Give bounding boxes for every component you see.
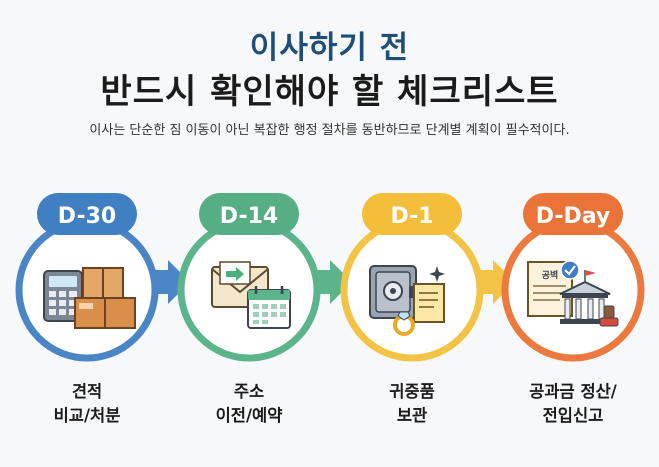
step-1: D-30 (15, 193, 159, 362)
step-1-label-line1: 견적 (71, 382, 103, 401)
step-4-label-line1: 공과금 정산/ (529, 382, 617, 401)
step-1-badge (37, 193, 137, 235)
step-4-label: 공과금 정산/ 전입신고 (498, 380, 648, 428)
doc-label: 공벽 (542, 269, 559, 281)
step-3-label-line2: 보관 (396, 406, 428, 425)
safe-documents-ring-icon (369, 265, 445, 336)
arrow-2-3-icon (312, 260, 352, 304)
arrow-3-4-icon (475, 260, 515, 304)
step-2: D-14 (177, 193, 321, 362)
calculator-boxes-icon (43, 267, 136, 329)
step-1-label: 견적 비교/처분 (12, 380, 162, 428)
step-2-badge (199, 193, 299, 235)
title-line-2: 반드시 확인해야 할 체크리스트 (100, 72, 559, 112)
step-1-label-line2: 비교/처분 (53, 406, 121, 425)
step-3: D-1 (340, 193, 484, 362)
step-2-label: 주소 이전/예약 (174, 380, 324, 428)
step-3-badge-text: D-1 (390, 204, 433, 229)
step-4-label-line2: 전입신고 (542, 406, 604, 425)
step-3-badge (362, 193, 462, 235)
step-4-badge (523, 193, 623, 235)
subtitle: 이사는 단순한 짐 이동이 아닌 복잡한 행정 절차를 동반하므로 단계별 계획… (89, 123, 570, 138)
step-4-badge-text: D-Day (536, 204, 611, 229)
step-1-badge-text: D-30 (58, 204, 116, 229)
step-3-label-line1: 귀중품 (389, 382, 435, 401)
step-2-badge-text: D-14 (220, 204, 278, 229)
government-office-stamp-icon: 공벽 (527, 260, 619, 327)
step-2-label-line1: 주소 (233, 382, 265, 401)
arrow-1-2-icon (150, 260, 190, 304)
step-4: D-Day 공벽 (501, 193, 645, 362)
title-line-1: 이사하기 전 (249, 30, 410, 66)
mail-calendar-icon (211, 261, 291, 329)
step-2-label-line2: 이전/예약 (215, 406, 283, 425)
step-3-label: 귀중품 보관 (337, 380, 487, 428)
